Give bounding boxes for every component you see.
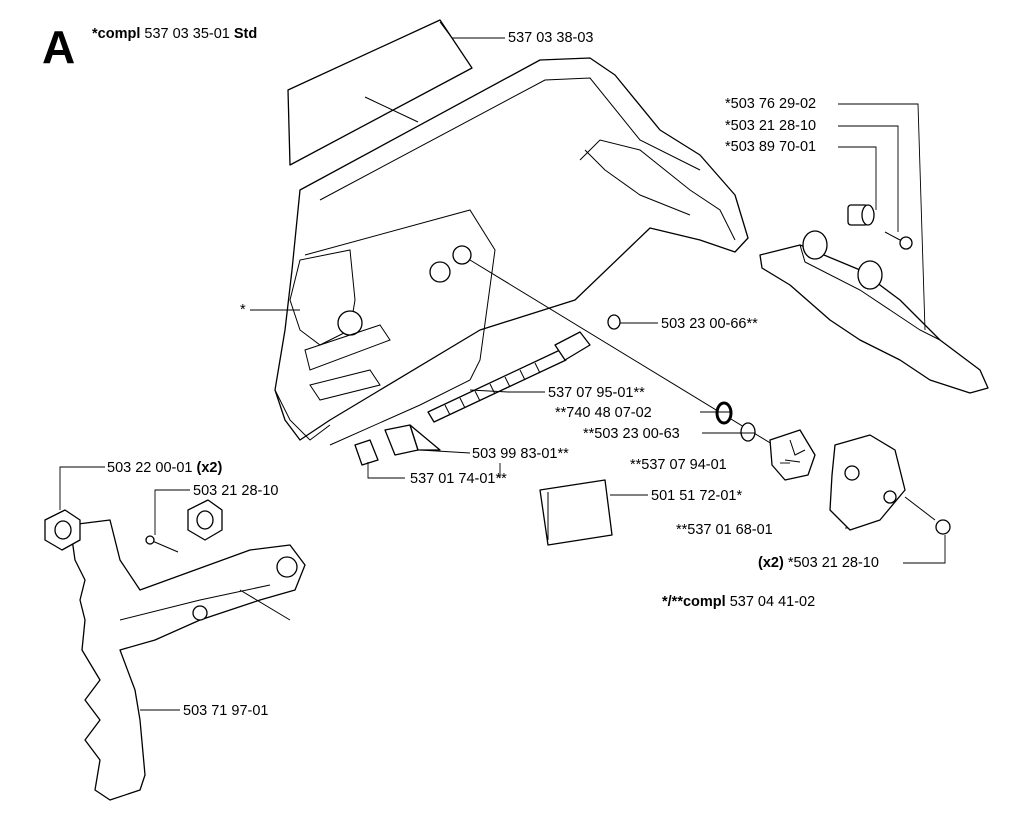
footer-part-no: 537 04 41-02 [729, 594, 816, 610]
callout-740480702: **740 48 07-02 [555, 405, 652, 421]
header-part-no: 537 03 35-01 [144, 26, 230, 42]
footer-prefix: */**compl [662, 594, 726, 610]
right-screw-part [884, 231, 913, 250]
header-suffix: Std [233, 26, 258, 42]
footer-title: */**compl 537 04 41-02 [662, 594, 815, 610]
right-nut-part [187, 499, 223, 541]
section-letter: A [42, 21, 76, 73]
callout-503998301: 503 99 83-01** [472, 446, 569, 462]
callout-503897001: *503 89 70-01 [725, 139, 817, 155]
callout-503212810-left: 503 21 28-10 [193, 483, 279, 499]
left-screw-part [145, 535, 179, 553]
callout-503230063: **503 23 00-63 [583, 426, 680, 442]
callout-503212810-top: *503 21 28-10 [725, 118, 817, 134]
header-title: *compl 537 03 35-01 Std [92, 26, 257, 42]
callout-503719701: 503 71 97-01 [183, 703, 269, 719]
callout-cover-plate: 537 03 38-03 [508, 30, 594, 46]
callout-537079501: 537 07 95-01** [548, 385, 645, 401]
header-prefix: *compl [92, 26, 141, 42]
o-ring-part [715, 401, 733, 425]
cover-plate-part [287, 19, 473, 166]
pad-part [539, 479, 613, 546]
bumper-spike-part [69, 519, 306, 801]
washer-small-part [740, 422, 756, 442]
leader-lines [59, 21, 946, 711]
callout-537016801: **537 01 68-01 [676, 522, 773, 538]
gear-part [769, 429, 816, 481]
callout-503762902: *503 76 29-02 [725, 96, 817, 112]
callout-503220001: 503 22 00-01 (x2) [107, 460, 222, 476]
pin-part [384, 424, 441, 456]
right-cover-screw-part [904, 496, 951, 535]
callout-537079401: **537 07 94-01 [630, 457, 727, 473]
bumper-strip-part [759, 230, 989, 394]
callout-537017401: 537 01 74-01** [410, 471, 507, 487]
sleeve-part [847, 204, 875, 226]
callout-star: * [240, 302, 246, 318]
callout-503220001-part: 503 22 00-01 [107, 460, 193, 476]
adjustment-screw-part [427, 331, 591, 423]
right-cover-part [829, 434, 906, 531]
callout-x2-qty: (x2) [758, 555, 784, 571]
callout-503220001-qty: (x2) [196, 460, 223, 476]
left-nut-part [44, 509, 81, 551]
clutch-cover-part [274, 57, 749, 446]
callout-501517201: 501 51 72-01* [651, 488, 743, 504]
callout-x2-part: *503 21 28-10 [787, 555, 879, 571]
callout-503230066: 503 23 00-66** [661, 316, 758, 332]
callout-503212810-x2: (x2) *503 21 28-10 [758, 555, 879, 571]
washer-part [607, 314, 621, 330]
small-nut-part [354, 439, 379, 466]
